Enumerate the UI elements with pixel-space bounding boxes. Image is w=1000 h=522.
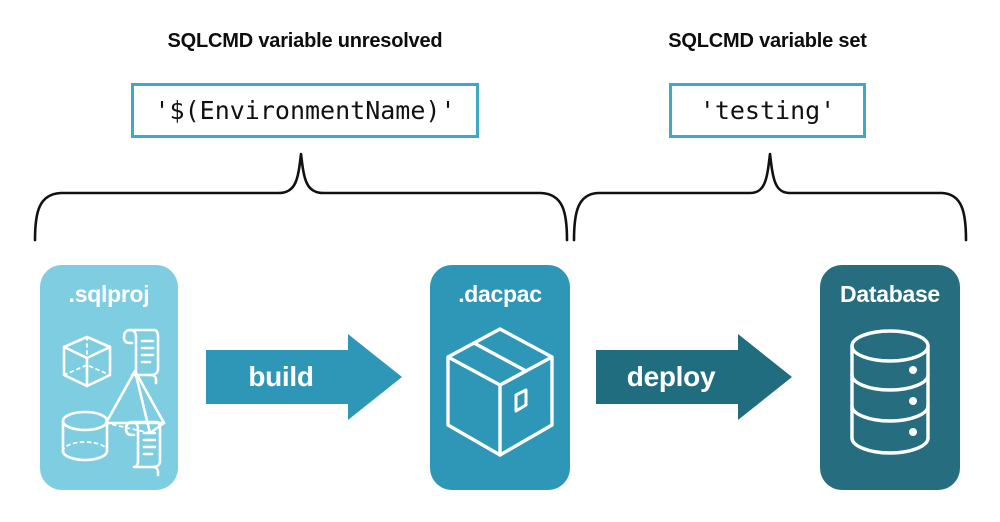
arrow-deploy: deploy xyxy=(596,334,792,420)
card-database-label: Database xyxy=(840,281,940,307)
arrow-deploy-shape xyxy=(596,334,792,420)
heading-sqlcmd-variable-set: SQLCMD variable set xyxy=(668,30,867,52)
card-sqlproj: .sqlproj xyxy=(40,265,178,490)
geometry-shapes-and-scrolls-icon xyxy=(61,328,166,477)
card-sqlproj-label: .sqlproj xyxy=(68,281,150,307)
arrow-build-shape xyxy=(206,334,402,420)
card-dacpac: .dacpac xyxy=(430,265,570,490)
value-box-unresolved-variable: '$(EnvironmentName)' xyxy=(131,83,479,138)
card-dacpac-label: .dacpac xyxy=(458,281,542,307)
database-cylinder-icon xyxy=(850,329,930,455)
arrow-build: build xyxy=(206,334,402,420)
heading-sqlcmd-variable-unresolved: SQLCMD variable unresolved xyxy=(167,30,443,52)
card-database: Database xyxy=(820,265,960,490)
brace-left xyxy=(33,152,569,242)
value-box-set-variable: 'testing' xyxy=(669,83,866,138)
package-box-icon xyxy=(446,327,554,457)
brace-right xyxy=(572,152,968,242)
